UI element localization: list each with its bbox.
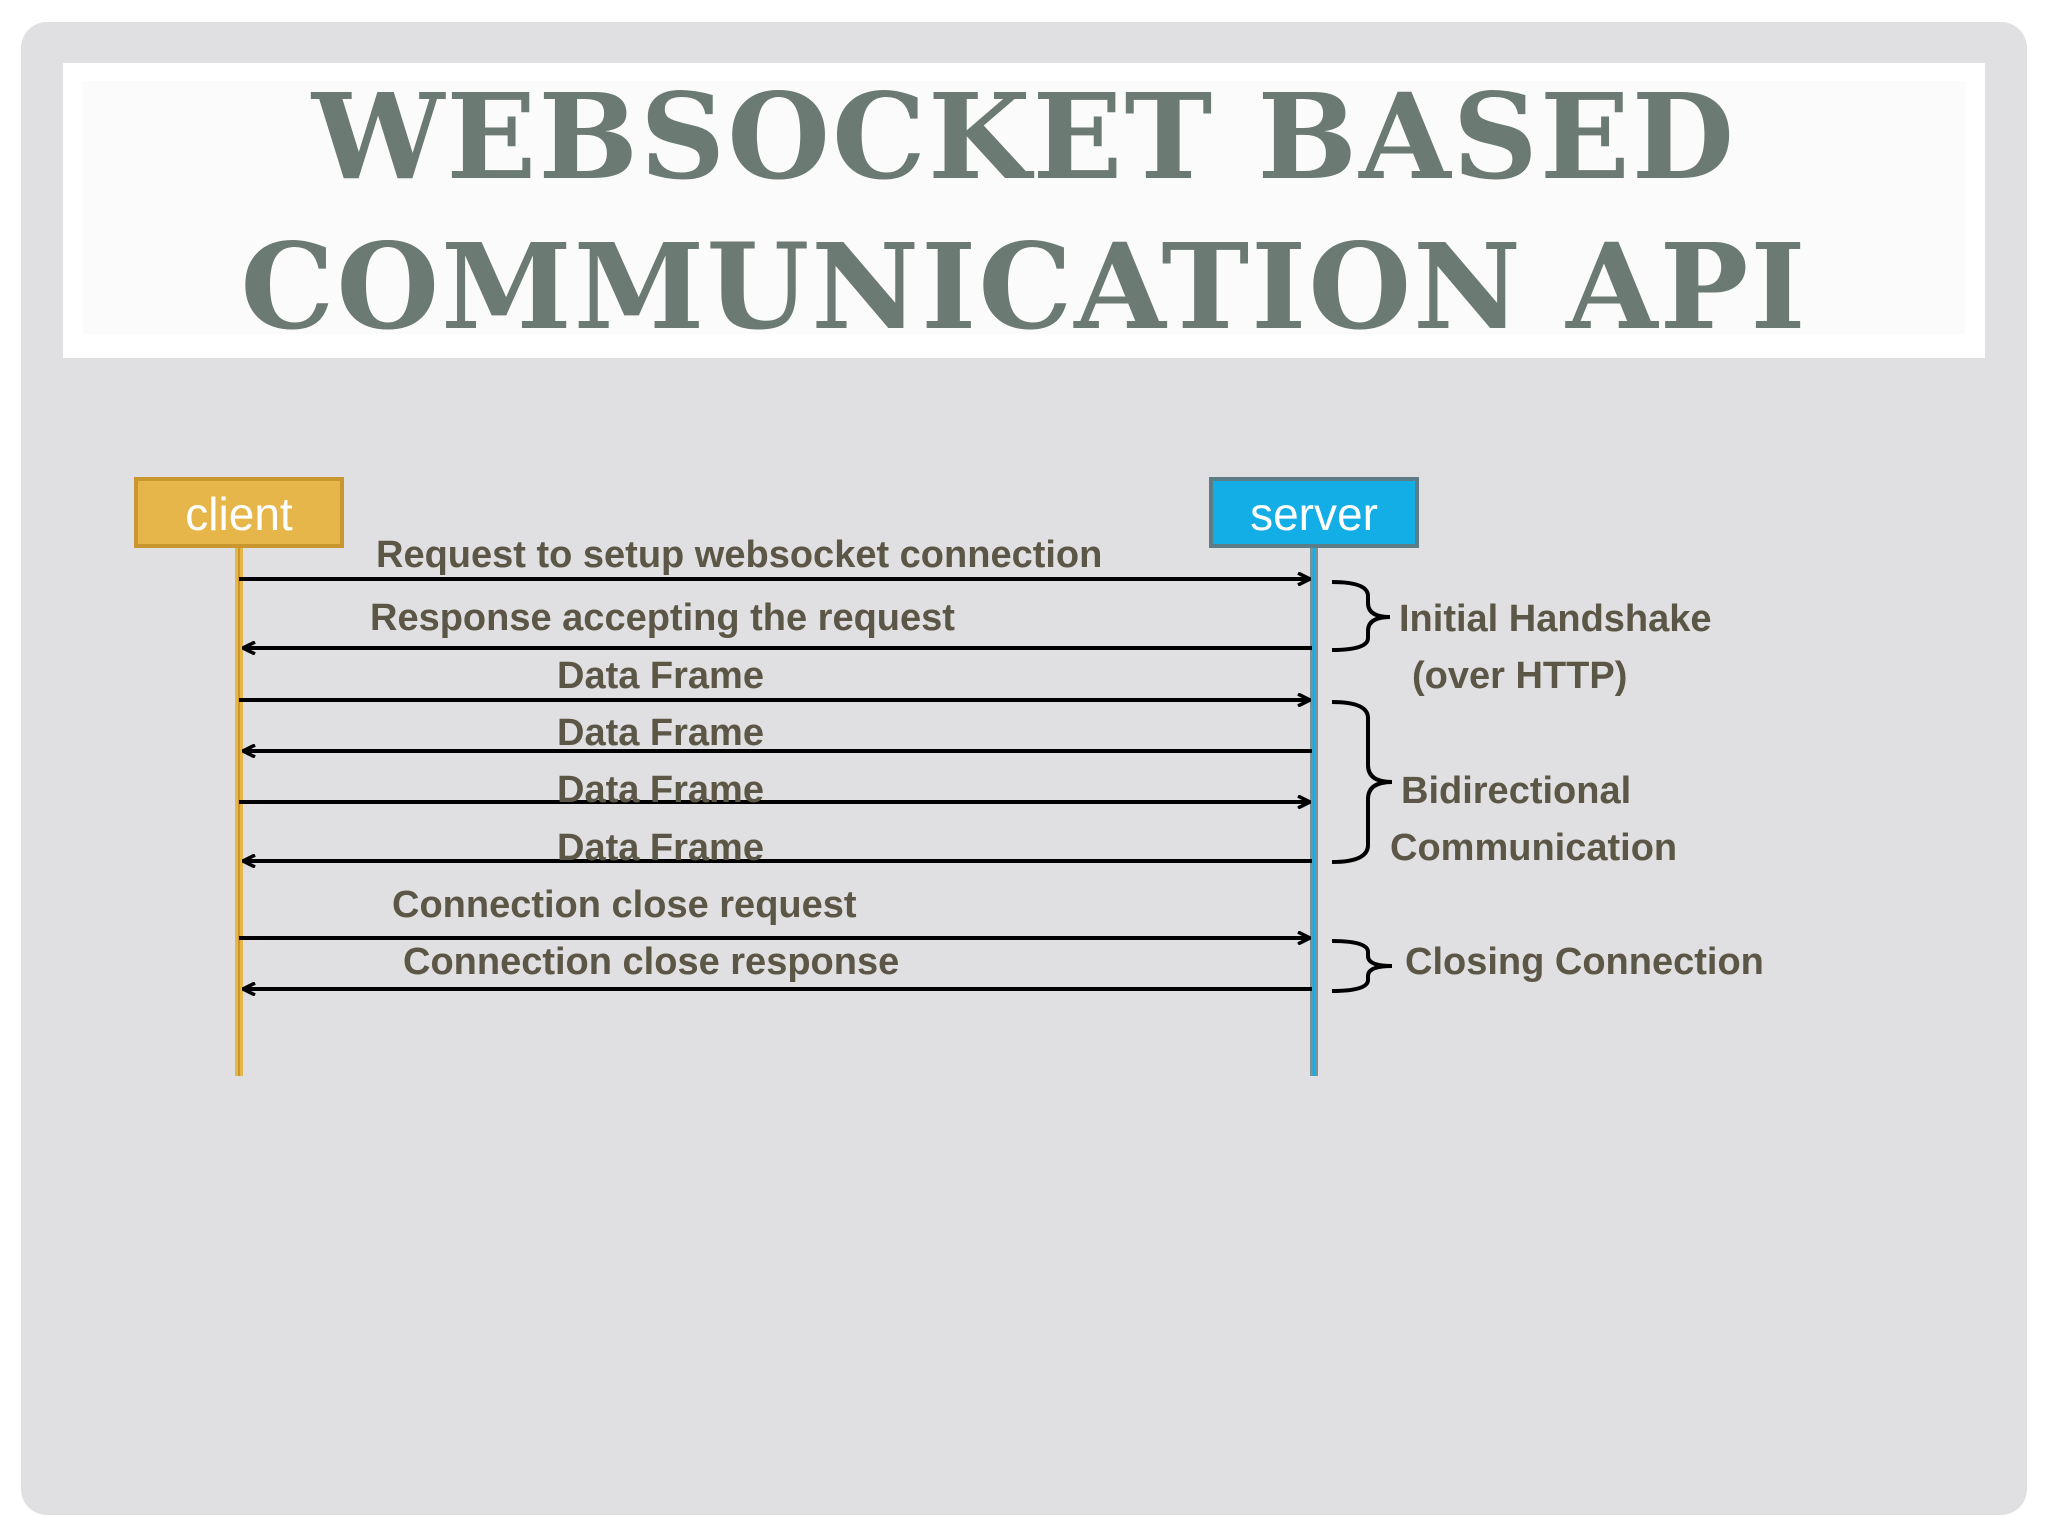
message-label: Data Frame bbox=[557, 655, 764, 697]
message-label: Data Frame bbox=[557, 769, 764, 811]
server-label: server bbox=[1250, 488, 1378, 540]
server-box bbox=[1209, 477, 1419, 548]
message-label: Response accepting the request bbox=[370, 597, 955, 639]
message-label: Request to setup websocket connection bbox=[376, 534, 1102, 576]
slide-title: WEBSOCKET BASED COMMUNICATION API bbox=[0, 62, 2048, 362]
bidirectional-sublabel: Communication bbox=[1390, 827, 1677, 869]
bidirectional-brace bbox=[1331, 700, 1393, 864]
handshake-sublabel: (over HTTP) bbox=[1412, 655, 1627, 697]
slide-title-line-2: COMMUNICATION API bbox=[240, 217, 1808, 356]
client-box bbox=[134, 477, 344, 548]
client-label: client bbox=[185, 488, 293, 540]
handshake-brace bbox=[1331, 580, 1391, 652]
message-label: Connection close response bbox=[403, 941, 899, 983]
message-label: Connection close request bbox=[392, 884, 857, 926]
title-panel bbox=[83, 81, 1965, 334]
closing-brace bbox=[1331, 939, 1393, 993]
handshake-label: Initial Handshake bbox=[1399, 598, 1712, 640]
slide-title-line-1: WEBSOCKET BASED bbox=[311, 67, 1737, 206]
message-label: Data Frame bbox=[557, 712, 764, 754]
title-band bbox=[63, 63, 1985, 358]
bidirectional-label: Bidirectional bbox=[1401, 770, 1631, 812]
message-label: Data Frame bbox=[557, 827, 764, 869]
closing-label: Closing Connection bbox=[1405, 941, 1764, 983]
